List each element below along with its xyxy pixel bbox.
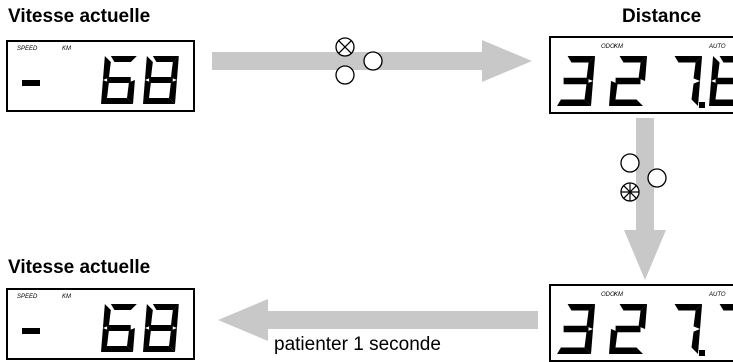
lcd-digit bbox=[101, 56, 137, 104]
decimal-point bbox=[699, 102, 705, 108]
lcd-digit bbox=[143, 56, 179, 104]
km-indicator: KM bbox=[614, 44, 623, 50]
asterisk-circle-icon bbox=[620, 182, 640, 202]
distance-digits-top bbox=[557, 56, 733, 108]
distance-digits-bottom bbox=[557, 304, 733, 356]
decimal-point bbox=[699, 350, 705, 356]
odo-indicator: ODO bbox=[601, 292, 615, 298]
open-circle-icon bbox=[335, 65, 355, 85]
km-indicator: KM bbox=[614, 292, 623, 298]
lcd-digit bbox=[143, 304, 179, 352]
open-circle-icon bbox=[647, 168, 667, 188]
lcd-digit bbox=[557, 56, 596, 106]
speed-title-bottom: Vitesse actuelle bbox=[8, 257, 151, 278]
lcd-digit bbox=[557, 304, 596, 354]
speed-digits-bottom bbox=[22, 304, 179, 352]
speed-indicator: SPEED bbox=[17, 294, 38, 300]
lcd-digit bbox=[101, 304, 137, 352]
lcd-digit bbox=[609, 304, 648, 354]
speed-display-bottom: SPEED KM bbox=[6, 288, 195, 360]
wait-caption: patienter 1 seconde bbox=[274, 334, 441, 355]
open-circle-icon bbox=[363, 51, 383, 71]
auto-indicator: AUTO bbox=[709, 44, 726, 50]
lcd-digit bbox=[709, 56, 733, 106]
lcd-digit bbox=[609, 56, 648, 106]
lcd-digit bbox=[674, 304, 703, 354]
speed-title-top: Vitesse actuelle bbox=[8, 6, 151, 27]
arrow-left bbox=[218, 299, 538, 341]
lcd-digit bbox=[719, 304, 733, 311]
speed-indicator: SPEED bbox=[17, 46, 38, 52]
distance-title: Distance bbox=[622, 6, 702, 27]
minus-sign bbox=[22, 328, 40, 334]
crossed-circle-icon bbox=[335, 37, 355, 57]
km-indicator: KM bbox=[62, 294, 71, 300]
km-indicator: KM bbox=[62, 46, 71, 52]
minus-sign bbox=[22, 80, 40, 86]
lcd-digit bbox=[674, 56, 703, 106]
odo-indicator: ODO bbox=[601, 44, 615, 50]
speed-digits-top bbox=[22, 56, 179, 104]
auto-indicator: AUTO bbox=[709, 292, 726, 298]
speed-display-top: SPEED KM bbox=[6, 40, 195, 112]
distance-display-bottom: ODO KM AUTO bbox=[549, 284, 733, 362]
distance-display-top: ODO KM AUTO bbox=[549, 36, 733, 114]
open-circle-icon bbox=[620, 153, 640, 173]
arrow-down bbox=[624, 118, 666, 280]
